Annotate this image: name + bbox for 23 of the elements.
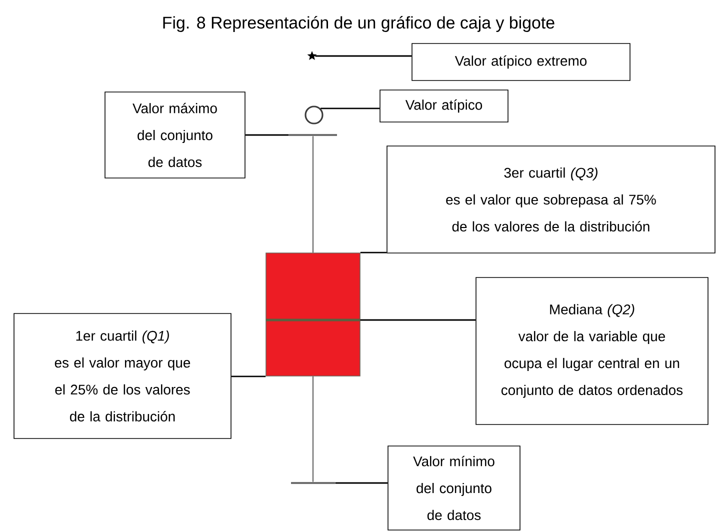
quartile-box xyxy=(266,252,360,376)
median-line xyxy=(266,318,360,322)
callout-box: 1er cuartil (Q1) es el valor mayor que el 25% de los valores de la distribución xyxy=(14,313,232,439)
figure-title: Fig. 8 Representación de un gráfico de caja y bigote xyxy=(163,16,554,32)
callout-box: Mediana (Q2) valor de la variable que ocupa el lugar central en un conjunto de datos ordenados xyxy=(476,277,708,425)
outlier-circle xyxy=(304,106,324,124)
callout-box: Valor atípico extremo xyxy=(412,43,630,81)
whisker-cap xyxy=(291,482,335,484)
callout-box: Valor máximo del conjunto de datos xyxy=(104,92,246,178)
leader-line xyxy=(360,319,476,321)
whisker-line xyxy=(312,376,314,482)
callout-box: Valor mínimo del conjunto de datos xyxy=(388,446,520,530)
whisker-line xyxy=(312,136,314,254)
leader-line xyxy=(320,108,380,110)
leader-line xyxy=(360,252,387,254)
star-symbol xyxy=(307,51,317,60)
callout-box: Valor atípico xyxy=(380,90,508,122)
leader-line xyxy=(231,376,266,378)
callout-box: 3er cuartil (Q3) es el valor que sobrepasa al 75% de los valores de la distribución xyxy=(386,146,716,254)
leader-line xyxy=(315,55,412,57)
leader-line xyxy=(335,482,388,484)
leader-line xyxy=(245,134,289,136)
whisker-cap xyxy=(289,134,337,136)
